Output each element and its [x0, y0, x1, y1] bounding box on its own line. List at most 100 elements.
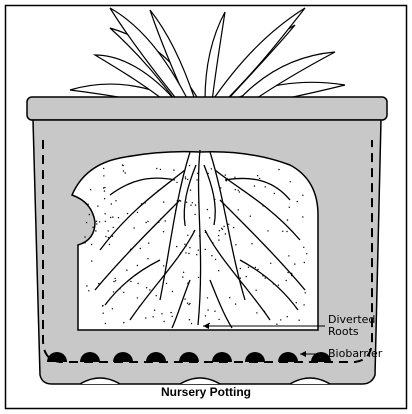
soil-speckle	[195, 204, 196, 205]
soil-speckle	[215, 259, 216, 260]
soil-speckle	[172, 291, 173, 292]
soil-speckle	[115, 200, 116, 201]
soil-speckle	[225, 233, 226, 234]
soil-speckle	[205, 232, 206, 233]
soil-speckle	[211, 168, 212, 169]
soil-speckle	[123, 292, 124, 293]
soil-speckle	[212, 242, 213, 243]
soil-speckle	[172, 316, 173, 317]
soil-speckle	[130, 249, 131, 250]
soil-speckle	[103, 168, 104, 169]
soil-speckle	[91, 244, 92, 245]
soil-speckle	[153, 226, 154, 227]
soil-speckle	[280, 319, 281, 320]
soil-speckle	[189, 303, 190, 304]
soil-speckle	[149, 289, 150, 290]
soil-speckle	[166, 283, 167, 284]
soil-speckle	[139, 306, 140, 307]
soil-speckle	[86, 222, 87, 223]
soil-speckle	[207, 297, 208, 298]
soil-speckle	[88, 290, 89, 291]
soil-speckle	[160, 218, 161, 219]
pot-rim	[27, 97, 387, 120]
soil-speckle	[194, 214, 195, 215]
soil-speckle	[241, 282, 242, 283]
soil-speckle	[113, 281, 114, 282]
soil-speckle	[214, 199, 215, 200]
soil-speckle	[184, 298, 185, 299]
soil-speckle	[104, 187, 105, 188]
soil-speckle	[147, 221, 148, 222]
soil-speckle	[189, 247, 190, 248]
soil-speckle	[264, 311, 265, 312]
soil-speckle	[111, 203, 112, 204]
soil-speckle	[161, 313, 162, 314]
soil-speckle	[108, 230, 109, 231]
soil-speckle	[163, 231, 164, 232]
soil-speckle	[197, 173, 198, 174]
soil-speckle	[296, 302, 297, 303]
soil-speckle	[87, 204, 88, 205]
soil-speckle	[240, 278, 241, 279]
soil-speckle	[287, 272, 288, 273]
soil-speckle	[196, 179, 197, 180]
soil-speckle	[91, 260, 92, 261]
soil-speckle	[289, 207, 290, 208]
soil-speckle	[196, 254, 197, 255]
root-ball-soil	[72, 152, 318, 330]
soil-speckle	[303, 247, 304, 248]
soil-speckle	[114, 278, 115, 279]
soil-speckle	[205, 315, 206, 316]
soil-speckle	[104, 198, 105, 199]
soil-speckle	[84, 236, 85, 237]
soil-speckle	[276, 324, 277, 325]
soil-speckle	[176, 182, 177, 183]
soil-speckle	[105, 323, 106, 324]
soil-speckle	[188, 304, 189, 305]
soil-speckle	[282, 231, 283, 232]
soil-speckle	[141, 203, 142, 204]
soil-speckle	[180, 252, 181, 253]
soil-speckle	[145, 222, 146, 223]
soil-speckle	[183, 272, 184, 273]
soil-speckle	[234, 177, 235, 178]
soil-speckle	[137, 265, 138, 266]
soil-speckle	[251, 243, 252, 244]
soil-speckle	[137, 283, 138, 284]
soil-speckle	[98, 283, 99, 284]
soil-speckle	[240, 268, 241, 269]
soil-speckle	[113, 227, 114, 228]
soil-speckle	[165, 220, 166, 221]
soil-speckle	[103, 187, 104, 188]
soil-speckle	[205, 249, 206, 250]
soil-speckle	[146, 287, 147, 288]
soil-speckle	[207, 209, 208, 210]
soil-speckle	[209, 217, 210, 218]
soil-speckle	[288, 255, 289, 256]
soil-speckle	[228, 224, 229, 225]
soil-speckle	[185, 252, 186, 253]
soil-speckle	[158, 190, 159, 191]
soil-speckle	[218, 319, 219, 320]
soil-speckle	[127, 213, 128, 214]
soil-speckle	[254, 185, 255, 186]
soil-speckle	[86, 285, 87, 286]
soil-speckle	[103, 175, 104, 176]
soil-speckle	[112, 308, 113, 309]
soil-speckle	[290, 181, 291, 182]
soil-speckle	[265, 186, 266, 187]
soil-speckle	[177, 200, 178, 201]
soil-speckle	[229, 297, 230, 298]
soil-speckle	[257, 269, 258, 270]
soil-speckle	[294, 263, 295, 264]
soil-speckle	[248, 267, 249, 268]
soil-speckle	[274, 193, 275, 194]
soil-speckle	[122, 165, 123, 166]
soil-speckle	[291, 273, 292, 274]
soil-speckle	[188, 253, 189, 254]
soil-speckle	[154, 310, 155, 311]
soil-speckle	[186, 202, 187, 203]
soil-speckle	[145, 202, 146, 203]
soil-speckle	[238, 209, 239, 210]
soil-speckle	[152, 316, 153, 317]
